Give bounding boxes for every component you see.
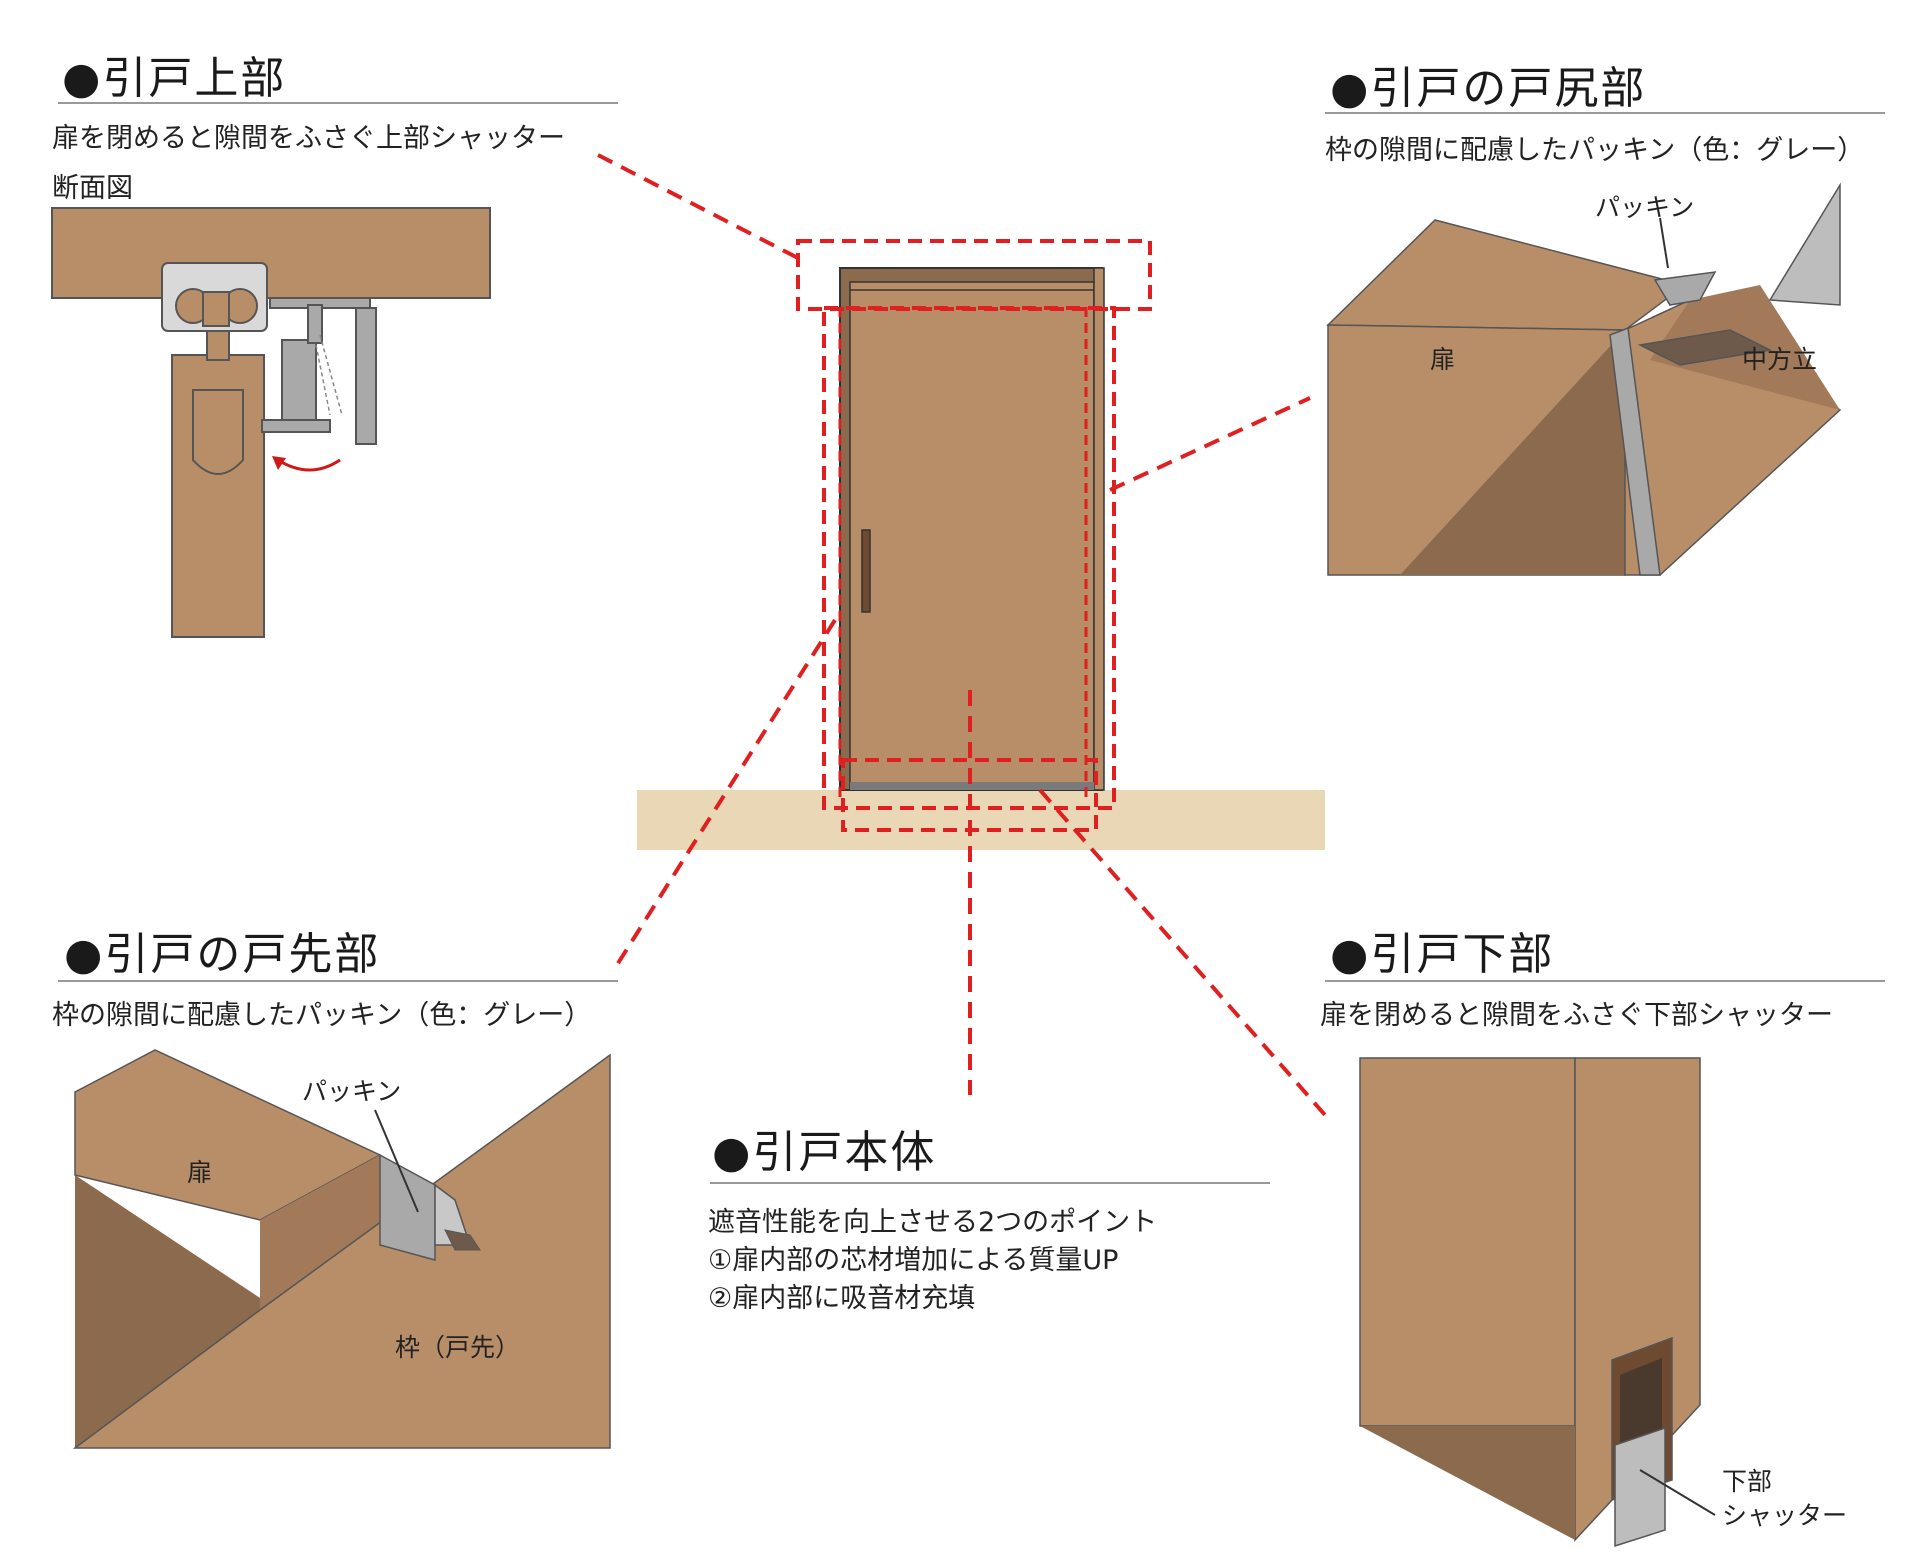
- front-section-title: ●引戸の戸先部: [64, 929, 381, 980]
- bottom-label-line2: シャッター: [1722, 1501, 1848, 1530]
- front-label-packing: パッキン: [302, 1077, 402, 1106]
- rear-section-rule: [1325, 112, 1885, 114]
- bottom-label-line1: 下部: [1722, 1467, 1773, 1496]
- top-section-illustration: [51, 207, 491, 638]
- top-section-desc: 扉を閉めると隙間をふさぐ上部シャッター: [52, 123, 565, 154]
- body-section-rule: [710, 1182, 1270, 1184]
- front-section-desc: 枠の隙間に配慮したパッキン（色：グレー）: [52, 1000, 592, 1031]
- rear-illustration: [1326, 182, 1842, 576]
- front-label-frame: 枠（戸先）: [395, 1333, 521, 1362]
- top-section-title: ●引戸上部: [62, 53, 287, 104]
- rear-label-door: 扉: [1430, 345, 1456, 374]
- body-point-2: ②扉内部に吸音材充填: [708, 1283, 976, 1314]
- rear-section-desc: 枠の隙間に配慮したパッキン（色：グレー）: [1325, 135, 1865, 166]
- front-section-rule: [58, 980, 618, 982]
- rear-label-post: 中方立: [1742, 345, 1818, 374]
- body-section-title: ●引戸本体: [712, 1127, 937, 1178]
- door-illustration: [597, 153, 1327, 1117]
- body-point-1: ①扉内部の芯材増加による質量UP: [708, 1245, 1119, 1276]
- rear-label-packing: パッキン: [1595, 193, 1695, 222]
- front-label-door: 扉: [187, 1158, 213, 1187]
- body-intro: 遮音性能を向上させる2つのポイント: [708, 1207, 1158, 1238]
- rear-section-title: ●引戸の戸尻部: [1330, 63, 1647, 114]
- bottom-section-title: ●引戸下部: [1330, 929, 1555, 980]
- bottom-section-rule: [1325, 980, 1885, 982]
- front-illustration: [72, 1049, 611, 1449]
- bottom-illustration: [1359, 1057, 1716, 1548]
- top-section-rule: [58, 102, 618, 104]
- bottom-section-desc: 扉を閉めると隙間をふさぐ下部シャッター: [1320, 1000, 1833, 1031]
- top-section-caption: 断面図: [52, 173, 133, 204]
